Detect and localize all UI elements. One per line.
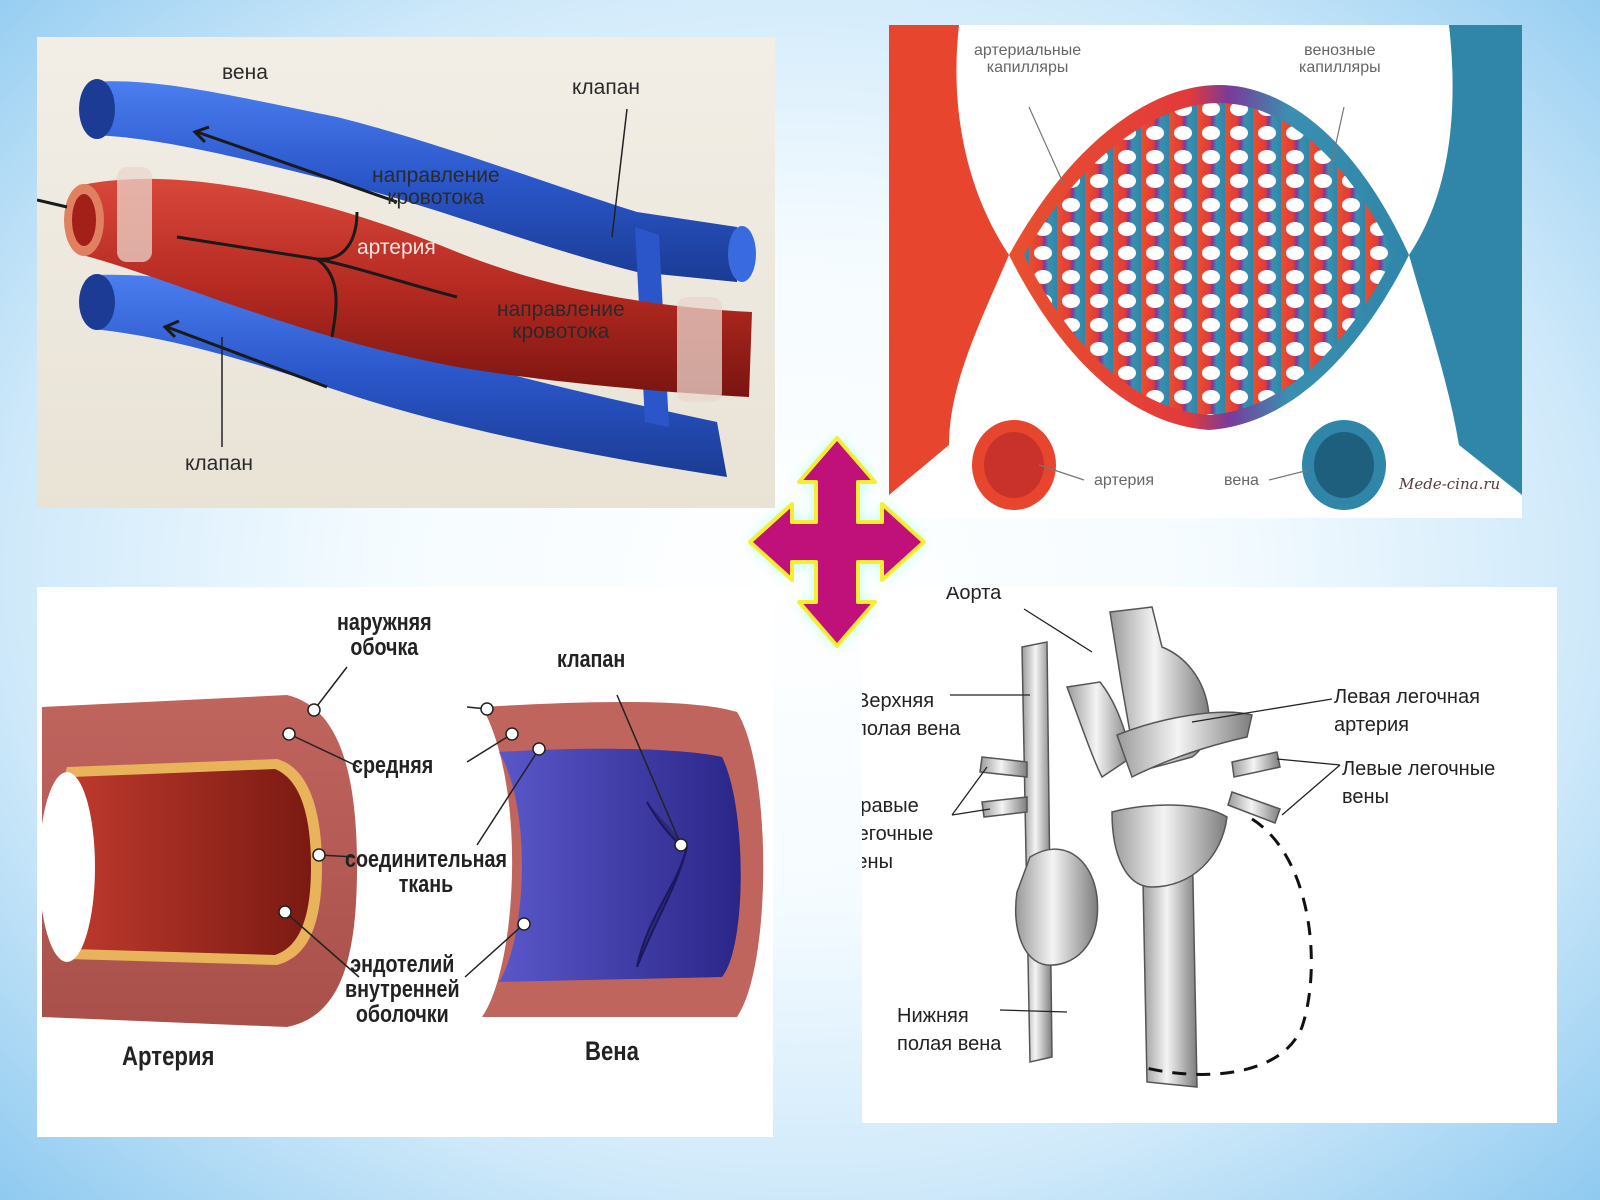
left-atrium-shape: [1111, 804, 1228, 888]
label-valve-bottom: клапан: [185, 452, 254, 475]
leader-lines: [221, 108, 628, 447]
vein-lumen: [499, 748, 741, 982]
bottom-vein-opening: [79, 274, 115, 330]
label-vein: вена: [222, 61, 268, 84]
aortic-arch-left: [1065, 681, 1133, 779]
label-right-pulmonary-veins: Правые легочные вены: [862, 795, 934, 873]
label-flow-2: направление кровотока: [497, 298, 625, 344]
label-vein-section: Вена: [585, 1036, 639, 1066]
label-arterial-capillaries: артериальные капилляры: [974, 42, 1082, 76]
label-cap-vein: вена: [1224, 472, 1259, 489]
flow-arrows: [37, 125, 458, 389]
left-pulmonary-vein-bottom: [1227, 791, 1281, 824]
label-valve-top: клапан: [572, 76, 641, 99]
label-aorta: Аорта: [946, 587, 1002, 604]
capillary-illustration: [889, 25, 1522, 510]
band-1: [117, 167, 152, 262]
artery-tube: [82, 178, 752, 397]
vessel-walls-illustration: [39, 666, 764, 1027]
right-pulmonary-vein-bottom: [981, 796, 1028, 818]
label-left-pulmonary-veins: Левые легочные вены: [1342, 758, 1496, 808]
vessels-diagram: вена клапан направление кровотока артери…: [37, 37, 775, 508]
artery-section-lumen: [984, 432, 1044, 498]
vein-branch: [1409, 25, 1522, 495]
four-way-arrow-icon: [748, 436, 926, 648]
artery-branch: [889, 25, 1009, 495]
label-cap-artery: артерия: [1094, 472, 1154, 489]
label-superior-vena-cava: Верхняя полая вена: [862, 690, 961, 740]
label-middle-layer: средняя: [352, 752, 434, 779]
capillary-mesh: [1024, 103, 1394, 415]
label-wall-valve: клапан: [557, 646, 626, 673]
label-flow-1: направление кровотока: [372, 164, 500, 210]
pulmonary-artery-shape: [1116, 711, 1253, 779]
right-pulmonary-vein-top: [979, 756, 1028, 778]
vein-section-lumen: [1314, 432, 1374, 498]
vessels-illustration: [37, 79, 756, 477]
capillaries-diagram: артериальные капилляры венозные капилляр…: [889, 25, 1522, 518]
heart-outline-dashed: [1141, 817, 1313, 1076]
bottom-vein: [92, 274, 727, 477]
label-artery: артерия: [357, 236, 436, 259]
label-outer-layer: наружняя обочка: [337, 609, 432, 662]
artery-opening: [39, 772, 95, 962]
top-vein-end: [728, 226, 756, 282]
label-artery-section: Артерия: [122, 1041, 215, 1071]
label-inferior-vena-cava: Нижняя полая вена: [897, 1005, 1002, 1055]
vessel-walls-diagram: наружняя обочка клапан средняя соедините…: [37, 587, 773, 1137]
heart-leaders: [950, 608, 1341, 1013]
watermark: Mede-cina.ru: [1399, 475, 1501, 493]
heart-vessels-illustration: [950, 606, 1341, 1088]
capillary-leaders: [1028, 106, 1345, 481]
artery-lumen: [72, 194, 96, 246]
label-connective-tissue: соединительная ткань: [345, 846, 507, 899]
label-venous-capillaries: венозные капилляры: [1299, 42, 1381, 76]
wall-leaders: [278, 666, 688, 978]
band-2: [677, 297, 722, 402]
label-endothelium: эндотелий внутренней оболочки: [345, 951, 460, 1029]
top-vein-opening: [79, 79, 115, 139]
artery-lumen: [64, 769, 311, 955]
top-vein: [92, 81, 737, 282]
label-left-pulmonary-artery: Левая легочная артерия: [1334, 686, 1480, 736]
right-atrium-shape: [1015, 848, 1099, 966]
heart-vessels-diagram: Аорта Верхняя полая вена Левая легочная …: [862, 587, 1557, 1123]
left-pulmonary-vein-top: [1231, 751, 1281, 778]
